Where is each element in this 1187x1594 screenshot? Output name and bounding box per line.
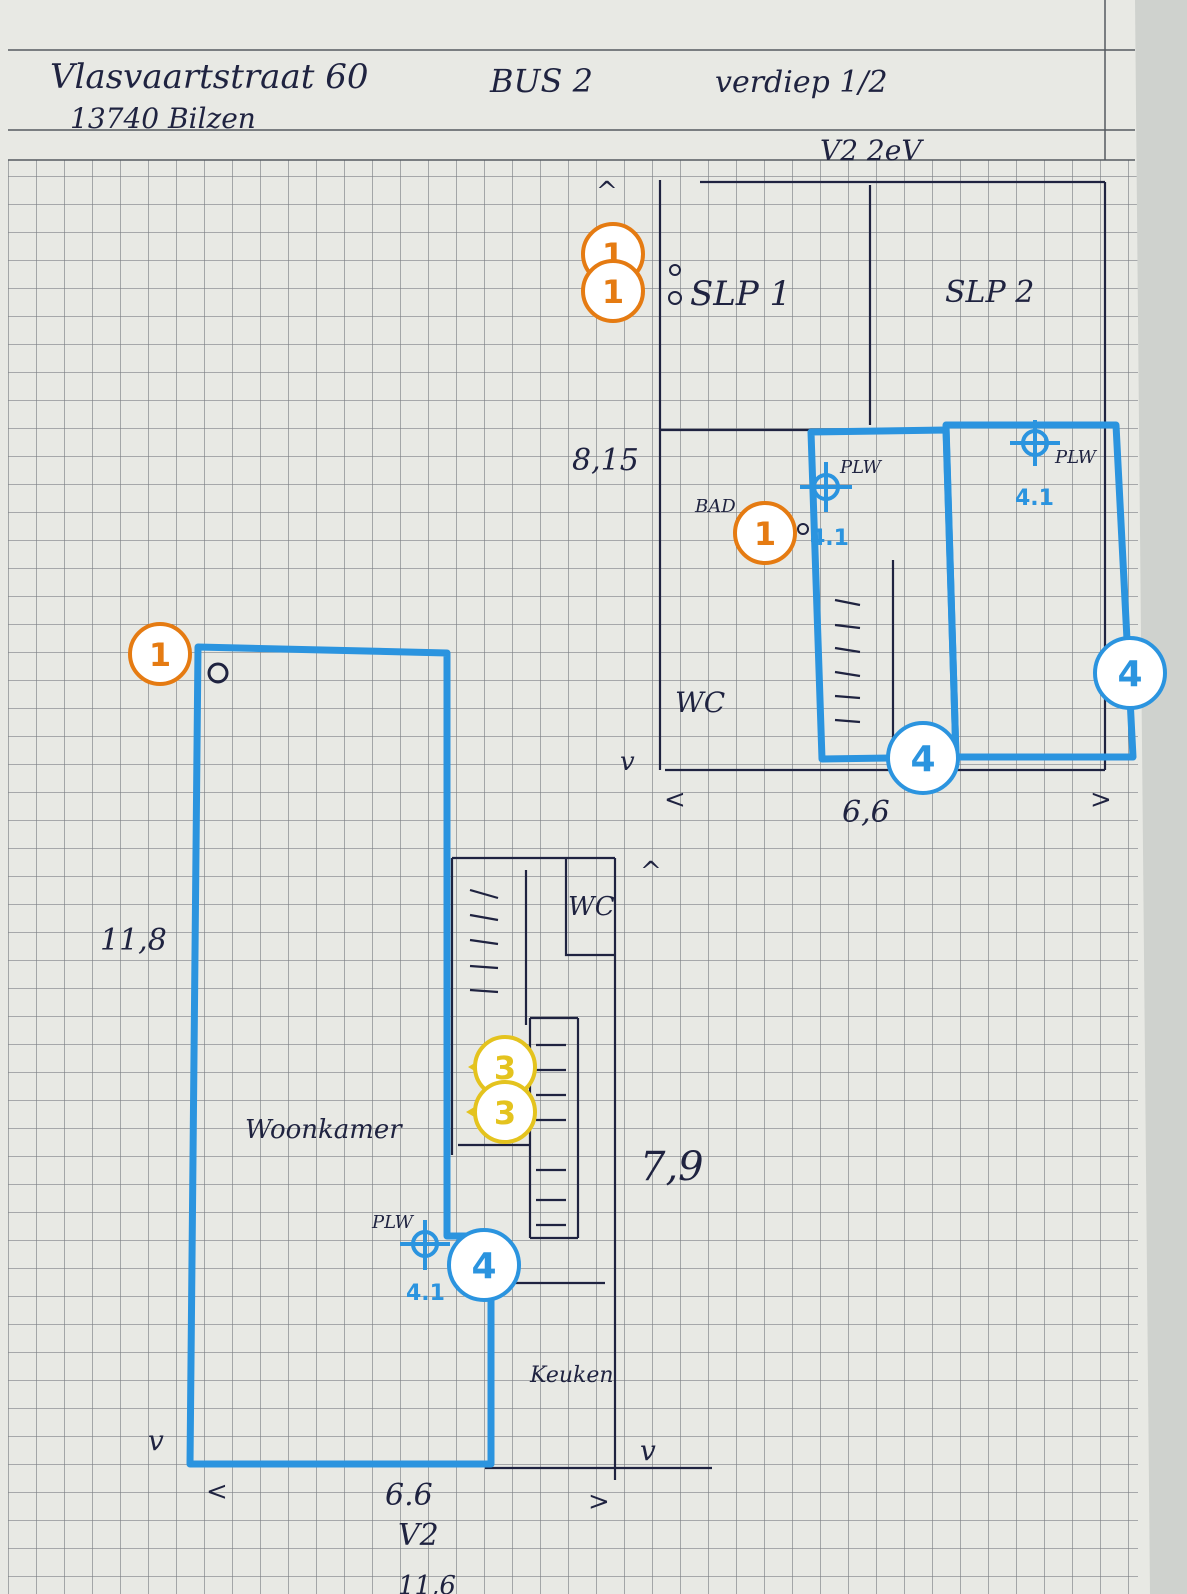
address-line-1: Vlasvaartstraat 60: [50, 57, 368, 97]
arrow-down-upper: v: [620, 747, 635, 777]
room-slp2: SLP 2: [945, 275, 1034, 310]
badge-1-top-b[interactable]: 1: [581, 259, 645, 323]
bottom-scribble: 11,6: [398, 1571, 456, 1594]
target-label-lower: 4.1: [406, 1281, 445, 1306]
badge-1-bathroom[interactable]: 1: [733, 501, 797, 565]
badge-4-bedroom-2[interactable]: 4: [1093, 636, 1167, 710]
dimension-upper-depth: 8,15: [572, 443, 639, 478]
room-wc-upper: WC: [675, 686, 725, 719]
room-wc-lower: WC: [568, 892, 615, 922]
arrow-up-upper: ^: [596, 177, 618, 207]
arrow-down-lower-left: v: [148, 1424, 164, 1457]
arrow-right-upper: >: [1090, 785, 1112, 815]
bus-label: BUS 2: [489, 62, 593, 100]
badge-4-living[interactable]: 4: [447, 1228, 521, 1302]
plw-label-upper-left: PLW: [839, 457, 883, 478]
target-marker-upper-left: [800, 462, 852, 512]
badge-4-bathroom[interactable]: 4: [886, 721, 960, 795]
arrow-up-lower: ^: [640, 857, 662, 887]
arrow-down-lower-right: v: [640, 1434, 656, 1467]
badge-3-stairs-b[interactable]: 3: [466, 1080, 537, 1144]
outline-bedroom-2: [942, 421, 1137, 761]
room-bad: BAD: [694, 496, 736, 517]
target-marker-upper-right: [1010, 420, 1060, 466]
floor-label-top: V2 2eV: [820, 134, 924, 167]
upper-plan-walls: [658, 180, 1107, 772]
outlet-markers-upper: [668, 264, 682, 305]
svg-text:1: 1: [149, 636, 171, 674]
dimension-upper-width: 6,6: [842, 795, 890, 830]
dimension-lower-depth-right: 7,9: [640, 1144, 704, 1190]
room-kitchen: Keuken: [529, 1363, 614, 1388]
dimension-lower-depth-left: 11,8: [100, 923, 167, 958]
badge-3-stairs-a[interactable]: 3: [468, 1035, 537, 1099]
svg-text:3: 3: [494, 1094, 516, 1132]
outlet-marker-lower: [207, 662, 229, 684]
target-label-upper-right: 4.1: [1015, 486, 1054, 511]
svg-text:4: 4: [910, 739, 935, 780]
svg-text:1: 1: [754, 515, 776, 553]
badge-1-living[interactable]: 1: [128, 622, 192, 686]
arrow-right-lower: >: [588, 1487, 610, 1517]
plw-label-upper-right: PLW: [1054, 447, 1098, 468]
header-box: [8, 0, 1135, 161]
room-living: Woonkamer: [245, 1115, 403, 1145]
svg-text:4: 4: [1117, 654, 1142, 695]
address-line-2: 13740 Bilzen: [70, 102, 256, 135]
arrow-left-upper: <: [664, 785, 686, 815]
plw-label-lower: PLW: [371, 1212, 415, 1233]
target-marker-lower: [400, 1220, 450, 1270]
floor-label-lower: V2: [398, 1518, 439, 1553]
svg-text:1: 1: [602, 273, 624, 311]
outlet-marker-bad: [797, 523, 809, 535]
dimension-lower-width: 6.6: [385, 1478, 433, 1513]
lower-plan-walls: [450, 856, 712, 1480]
svg-text:3: 3: [494, 1049, 516, 1087]
target-label-upper-left: 4.1: [810, 526, 849, 551]
room-slp1: SLP 1: [690, 274, 791, 314]
svg-text:4: 4: [471, 1246, 496, 1287]
floor-note: verdiep 1/2: [715, 65, 888, 100]
arrow-left-lower: <: [206, 1477, 228, 1507]
paper-edge-right: [1135, 0, 1187, 1594]
